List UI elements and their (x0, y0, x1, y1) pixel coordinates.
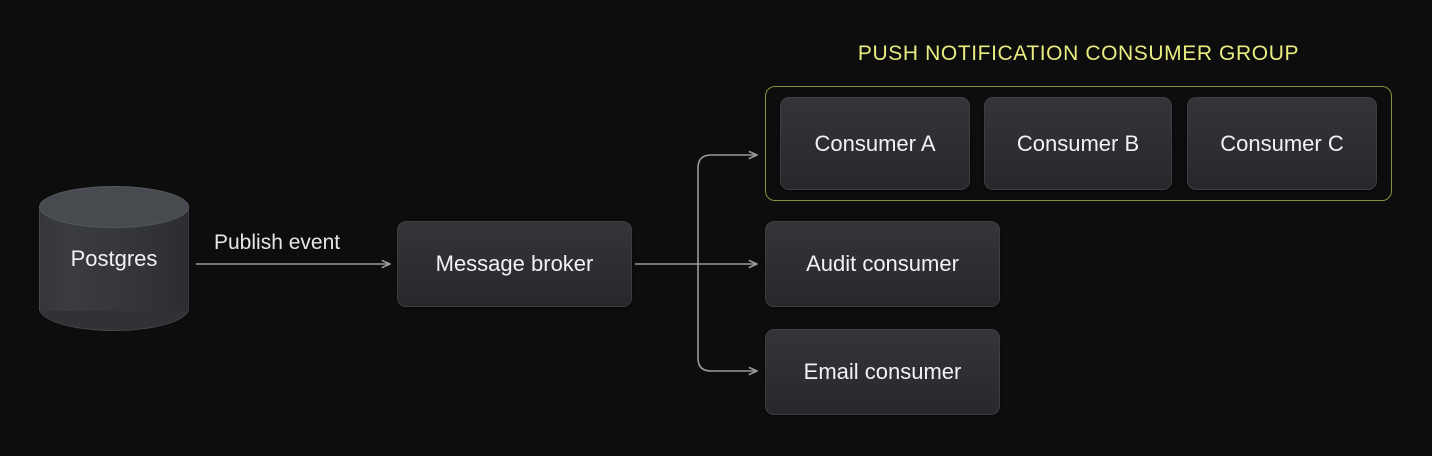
consumer-b-node[interactable]: Consumer B (984, 97, 1172, 190)
push-notification-consumer-group (765, 86, 1392, 201)
publish-event-edge-label: Publish event (214, 231, 341, 254)
email-consumer-node[interactable]: Email consumer (765, 329, 1000, 415)
consumer-a-label: Consumer A (814, 130, 936, 156)
postgres-database-node[interactable]: Postgres (39, 186, 189, 331)
consumer-group-title: PUSH NOTIFICATION CONSUMER GROUP (857, 42, 1300, 65)
consumer-c-node[interactable]: Consumer C (1187, 97, 1377, 190)
cylinder-top-ellipse (39, 186, 189, 228)
message-broker-label: Message broker (435, 251, 594, 276)
postgres-label: Postgres (70, 245, 158, 271)
edge-broker-to-consumer-group (697, 155, 757, 264)
audit-consumer-label: Audit consumer (806, 251, 959, 276)
email-consumer-label: Email consumer (803, 359, 962, 384)
message-broker-node[interactable]: Message broker (397, 221, 632, 307)
consumer-a-node[interactable]: Consumer A (780, 97, 970, 190)
audit-consumer-node[interactable]: Audit consumer (765, 221, 1000, 307)
consumer-b-label: Consumer B (1016, 130, 1140, 156)
consumer-c-label: Consumer C (1220, 130, 1344, 156)
edge-broker-to-email-consumer (697, 264, 757, 371)
